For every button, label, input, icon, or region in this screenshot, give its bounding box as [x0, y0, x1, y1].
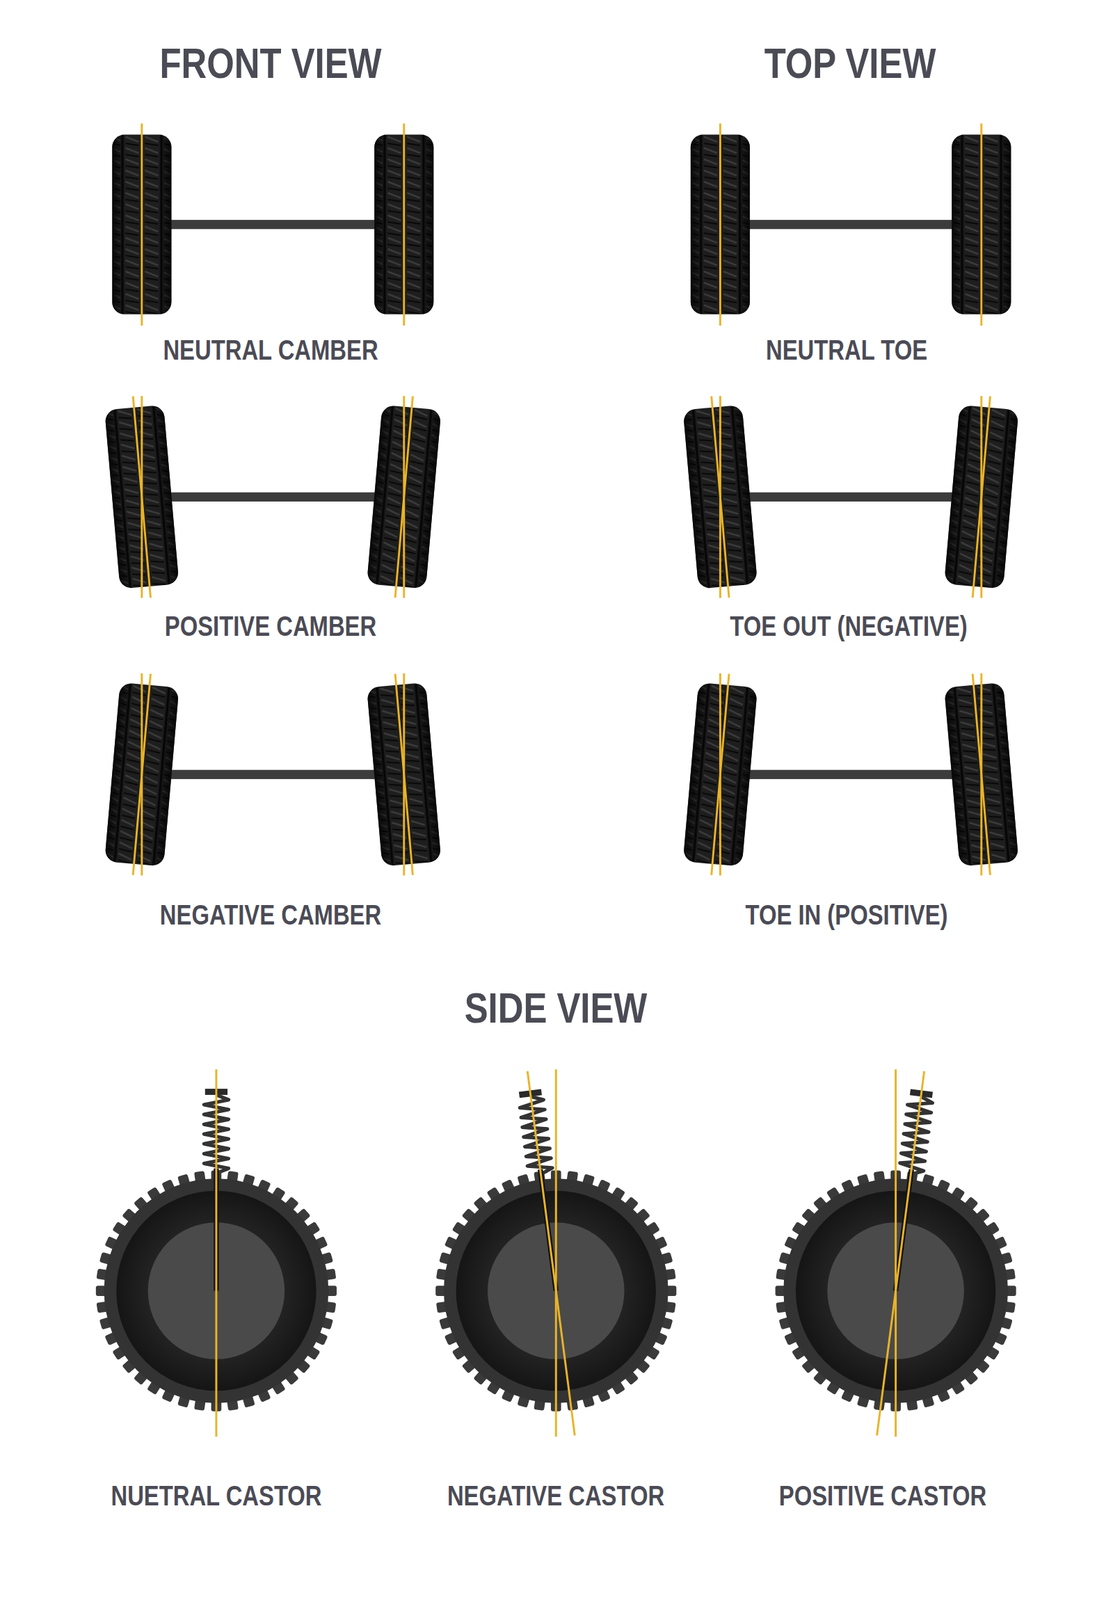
wheel-axis-line [395, 674, 413, 876]
label-slot: SIDE VIEW [464, 986, 648, 1030]
steering-axis-line [877, 1071, 925, 1436]
vertical-reference-line [980, 673, 983, 876]
tire-group [111, 123, 172, 325]
tire-group [374, 123, 434, 325]
alignment-label: TOE OUT (NEGATIVE) [729, 612, 967, 640]
label-slot: NEUTRAL CAMBER [162, 335, 378, 364]
alignment-label: NEUTRAL CAMBER [162, 335, 378, 364]
vertical-reference-line [214, 1069, 218, 1437]
section-heading: SIDE VIEW [464, 986, 648, 1030]
wheel-group [95, 1069, 337, 1437]
alignment-label: POSITIVE CASTOR [779, 1481, 987, 1510]
label-slot: NEGATIVE CAMBER [159, 900, 382, 929]
label-slot: POSITIVE CAMBER [164, 612, 377, 640]
alignment-label: TOE IN (POSITIVE) [745, 900, 949, 929]
tire-group [103, 393, 181, 601]
wheel-axis-line [711, 674, 730, 876]
wheel-axis-line [980, 123, 983, 325]
alignment-label: NEGATIVE CASTOR [447, 1481, 665, 1510]
axle-bar [141, 492, 405, 502]
axle-bar [719, 770, 981, 780]
wheel-axis-line [972, 674, 990, 876]
alignment-label: POSITIVE CAMBER [164, 612, 377, 640]
tire-group [943, 671, 1020, 878]
axle-bar [719, 219, 981, 229]
tire-group [103, 671, 181, 878]
alignment-label: NUETRAL CASTOR [110, 1481, 322, 1510]
tire-group [681, 671, 759, 878]
wheel-axis-line [132, 396, 151, 598]
wheel-axis-line [132, 674, 151, 876]
axle-bar [719, 492, 981, 502]
axle-bar [141, 219, 405, 229]
section-heading: TOP VIEW [764, 41, 937, 85]
vertical-reference-line [140, 395, 143, 598]
vertical-reference-line [894, 1069, 897, 1437]
alignment-label: NEGATIVE CAMBER [159, 900, 382, 929]
wheel-axis-line [395, 396, 413, 598]
label-slot: TOP VIEW [764, 41, 937, 85]
tire-group [943, 393, 1020, 601]
label-slot: FRONT VIEW [159, 41, 382, 85]
tire-group [365, 671, 443, 878]
wheel-axis-line [719, 123, 722, 325]
tire-group [365, 393, 443, 601]
label-slot: NUETRAL CASTOR [110, 1481, 322, 1510]
vertical-reference-line [402, 673, 405, 876]
label-slot: NEUTRAL TOE [765, 335, 928, 364]
tire-group [690, 123, 750, 325]
vertical-reference-line [719, 673, 722, 876]
label-slot: NEGATIVE CASTOR [447, 1481, 665, 1510]
alignment-label: NEUTRAL TOE [765, 335, 928, 364]
wheel-group [435, 1069, 677, 1437]
vertical-reference-line [980, 395, 983, 598]
wheel-axis-line [140, 123, 143, 325]
vertical-reference-line [402, 395, 405, 598]
label-slot: TOE OUT (NEGATIVE) [729, 612, 967, 640]
axle-bar [141, 770, 405, 780]
tire-group [681, 393, 759, 601]
wheel-axis-line [972, 396, 990, 598]
tire-group [951, 123, 1011, 325]
wheel-axis-line [711, 396, 730, 598]
label-slot: TOE IN (POSITIVE) [745, 900, 949, 929]
steering-axis-line [527, 1071, 575, 1436]
vertical-reference-line [555, 1069, 558, 1437]
section-heading: FRONT VIEW [159, 41, 382, 85]
label-slot: POSITIVE CASTOR [779, 1481, 987, 1510]
wheel-axis-line [402, 123, 405, 325]
vertical-reference-line [140, 673, 143, 876]
vertical-reference-line [719, 395, 722, 598]
wheel-group [775, 1069, 1017, 1437]
